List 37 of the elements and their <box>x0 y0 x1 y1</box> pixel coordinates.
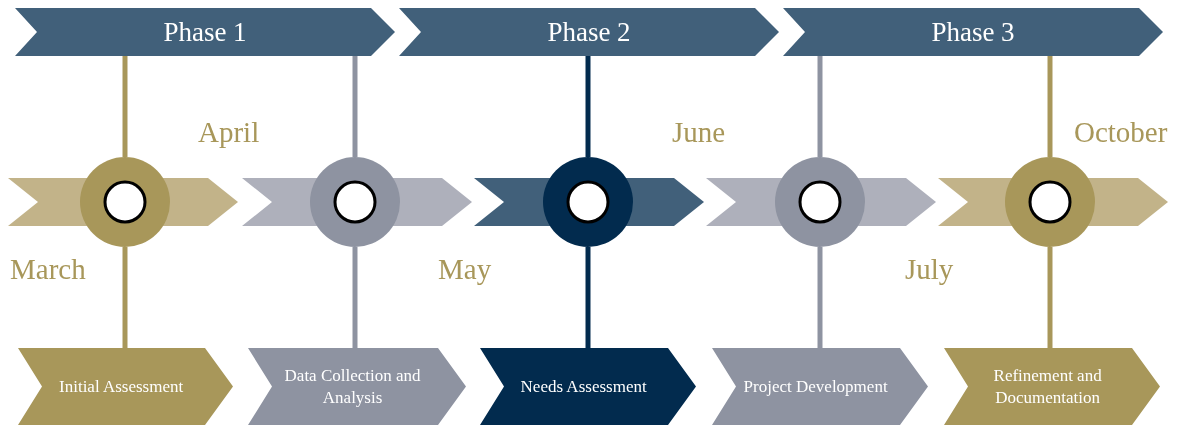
phase-banner <box>783 8 1163 56</box>
step-label: Initial Assessment <box>58 375 185 398</box>
step-label: Needs Assessment <box>519 375 648 398</box>
step-label: Data Collection and Analysis <box>283 364 422 409</box>
month-label: May <box>438 253 492 286</box>
month-label: October <box>1074 116 1168 149</box>
connector-line <box>1047 56 1053 157</box>
month-label: June <box>672 116 726 149</box>
month-label: April <box>198 116 260 149</box>
step-card <box>248 348 466 425</box>
connector-line <box>585 56 591 157</box>
connector-line <box>817 56 823 157</box>
step-card <box>18 348 233 425</box>
step-card <box>944 348 1160 425</box>
connector-line <box>122 247 128 348</box>
phase-title: Phase 2 <box>547 16 631 48</box>
connector-line <box>122 56 128 157</box>
phase-title: Phase 3 <box>931 16 1015 48</box>
step-card <box>712 348 928 425</box>
milestone-marker <box>242 157 472 247</box>
step-label: Refinement and Documentation <box>992 364 1103 409</box>
step-label: Project Development <box>742 375 889 398</box>
milestone-marker <box>938 157 1168 247</box>
connector-line <box>1047 247 1053 348</box>
milestone-marker <box>8 157 238 247</box>
connector-line <box>352 56 358 157</box>
phase-title: Phase 1 <box>163 16 247 48</box>
connector-line <box>352 247 358 348</box>
connector-line <box>585 247 591 348</box>
month-label: March <box>10 253 86 286</box>
phase-banner <box>399 8 779 56</box>
step-card <box>480 348 696 425</box>
phase-banner <box>15 8 395 56</box>
connector-line <box>817 247 823 348</box>
milestone-marker <box>474 157 704 247</box>
milestone-marker <box>706 157 936 247</box>
month-label: July <box>905 253 954 286</box>
